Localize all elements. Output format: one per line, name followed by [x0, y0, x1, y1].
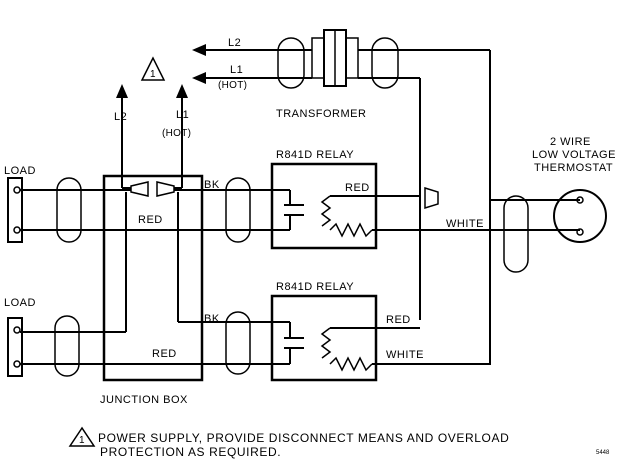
figure-code: 5448: [596, 450, 610, 456]
label-transformer: TRANSFORMER: [276, 108, 366, 120]
label-junction-box: JUNCTION BOX: [100, 394, 188, 406]
transformer-lead-arrows: [192, 44, 214, 84]
label-relay-bottom: R841D RELAY: [276, 281, 354, 293]
label-white-bottom: WHITE: [386, 349, 424, 361]
note-line-2: PROTECTION AS REQUIRED.: [100, 445, 281, 459]
label-thermostat-3: THERMOSTAT: [534, 162, 613, 174]
junction-box: [102, 174, 204, 382]
wire-nut-left: [130, 181, 149, 197]
label-hot-top: (HOT): [218, 80, 247, 91]
note-warning-icon: 1: [68, 426, 96, 447]
label-l2-top: L2: [228, 37, 241, 49]
warning-triangle-icon: 1: [140, 56, 166, 81]
wire-nut-relay: [424, 186, 439, 210]
label-l2-left: L2: [114, 111, 127, 123]
label-thermostat-2: LOW VOLTAGE: [532, 149, 616, 161]
supply-arrows: [116, 84, 188, 188]
load-bottom: [7, 317, 23, 377]
label-l1-top: L1: [230, 64, 243, 76]
svg-text:1: 1: [79, 435, 85, 446]
junction-box-wiring: [20, 187, 290, 365]
thermostat: [490, 189, 607, 243]
svg-text:1: 1: [150, 69, 156, 80]
wire-nut-right: [156, 181, 175, 197]
transformer-wire-insulation: [277, 37, 399, 89]
load-top: [7, 177, 23, 243]
label-thermostat-1: 2 WIRE: [550, 136, 591, 148]
relay-bottom-contacts: [258, 322, 304, 365]
label-bk-top: BK: [204, 179, 220, 191]
label-red-relay-top: RED: [345, 182, 370, 194]
label-load-top: LOAD: [4, 165, 36, 177]
relay-bottom: [270, 294, 378, 382]
cable-insulation: [54, 177, 529, 377]
relay-bottom-heater: [320, 327, 490, 372]
label-bk-bottom: BK: [204, 313, 220, 325]
label-red-relay-bottom: RED: [386, 314, 411, 326]
label-l1-left: L1: [176, 109, 189, 121]
label-hot-left: (HOT): [162, 128, 191, 139]
relay-top-contacts: [258, 190, 304, 231]
transformer: [311, 29, 359, 87]
relay-top: [270, 162, 378, 250]
relay-top-heater: [320, 195, 580, 238]
label-red-jb-top: RED: [138, 214, 163, 226]
label-red-jb-bottom: RED: [152, 348, 177, 360]
label-load-bottom: LOAD: [4, 297, 36, 309]
transformer-wires: [214, 49, 491, 365]
label-relay-top: R841D RELAY: [276, 149, 354, 161]
note-line-1: POWER SUPPLY, PROVIDE DISCONNECT MEANS A…: [98, 431, 509, 445]
label-white-top: WHITE: [446, 218, 484, 230]
